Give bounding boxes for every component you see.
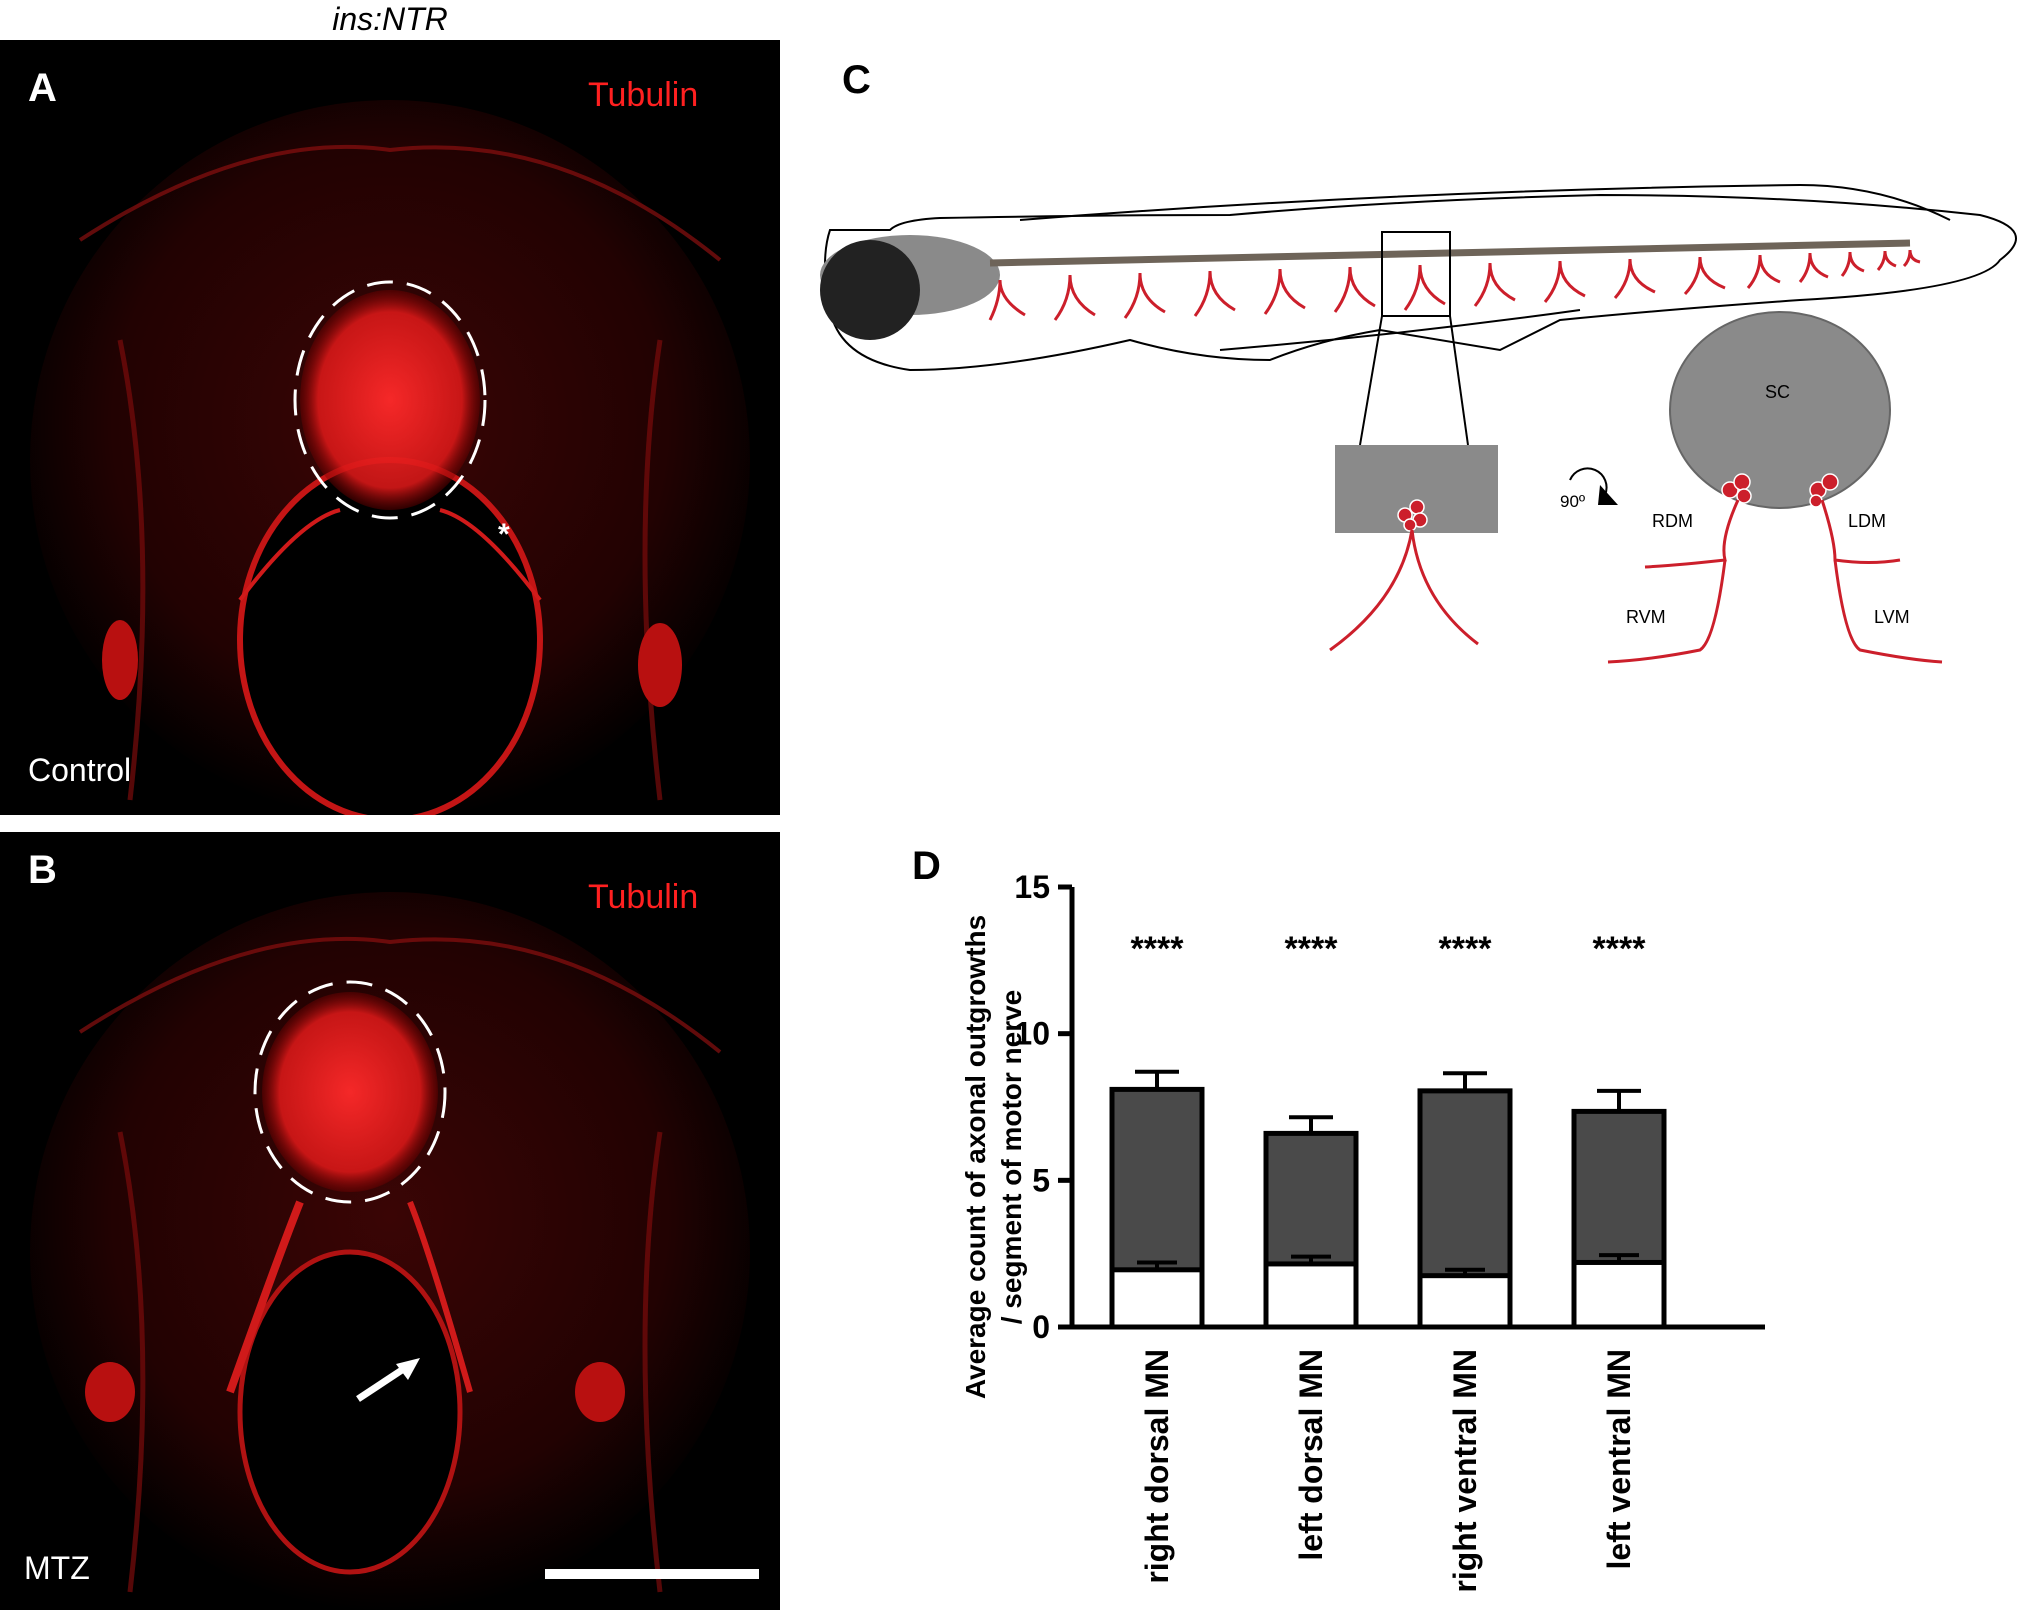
cross-section-nerves [1607, 499, 1943, 664]
rotation-label: 90º [1560, 492, 1585, 511]
y-tick-label: 10 [1014, 1016, 1050, 1052]
larva-outline [824, 193, 2017, 372]
rotation-arrow [1569, 467, 1608, 496]
spinal-cord-signal [262, 992, 438, 1192]
significance-label: **** [1285, 930, 1339, 968]
panel-c-schematic: 90º SC RDM LDM RVM LVM [820, 183, 2017, 664]
panel-a-image [30, 100, 750, 815]
panel-d-letter: D [912, 844, 941, 888]
spinal-cord-outline [293, 280, 487, 520]
rvm-label: RVM [1626, 607, 1666, 627]
bar-light [1571, 1259, 1667, 1330]
spinal-cord-signal [300, 290, 480, 510]
category-label: right ventral MN [1447, 1349, 1483, 1593]
notochord-outline [237, 457, 543, 815]
y-axis-label: Average count of axonal outgrowths [960, 915, 991, 1399]
y-axis-label: / segment of motor nerve [996, 990, 1027, 1325]
panel-c-letter: C [842, 58, 871, 102]
lvm-label: LVM [1874, 607, 1910, 627]
panel-b-micrograph: B Tubulin MTZ [0, 832, 780, 1610]
category-label: left dorsal MN [1293, 1349, 1329, 1561]
significance-label: **** [1131, 930, 1185, 968]
bar-light [1263, 1261, 1359, 1330]
spinal-cord-cross-section [1669, 311, 1891, 509]
category-label: left ventral MN [1601, 1349, 1637, 1569]
arrow-line [356, 1363, 410, 1402]
lateral-motor-neurons [1397, 499, 1428, 532]
y-tick-label: 5 [1032, 1162, 1050, 1198]
panel-a-letter: A [28, 66, 57, 110]
figure-header: ins:NTR [332, 1, 448, 37]
panel-b-letter: B [28, 848, 57, 892]
panel-b-condition-label: MTZ [24, 1550, 90, 1586]
notochord-outline [237, 1249, 463, 1575]
zoom-box [1381, 231, 1451, 317]
bar-light [1109, 1267, 1205, 1330]
panel-a-condition-label: Control [28, 752, 132, 788]
significance-label: **** [1439, 930, 1493, 968]
motor-nerves [988, 249, 1921, 321]
panel-b-image [30, 892, 759, 1610]
fin-outline [1019, 183, 1951, 221]
arrow-head [396, 1358, 420, 1380]
panel-b-stain-label: Tubulin [588, 878, 699, 916]
lateral-nerve [1329, 529, 1479, 652]
eye [820, 240, 920, 340]
scale-bar [545, 1569, 759, 1579]
spinal-cord-outline [253, 980, 447, 1204]
ldm-label: LDM [1848, 511, 1886, 531]
panel-a-stain-label: Tubulin [588, 76, 699, 114]
sc-label: SC [1765, 382, 1790, 402]
panel-a-micrograph: A Tubulin Control * [0, 40, 780, 815]
category-label: right dorsal MN [1139, 1349, 1175, 1584]
y-tick-label: 0 [1032, 1309, 1050, 1345]
rdm-label: RDM [1652, 511, 1693, 531]
bar-light [1417, 1273, 1513, 1330]
y-tick-label: 15 [1014, 869, 1050, 905]
significance-label: **** [1593, 930, 1647, 968]
yolk-line [1219, 309, 1581, 351]
asterisk-marker: * [498, 518, 510, 551]
